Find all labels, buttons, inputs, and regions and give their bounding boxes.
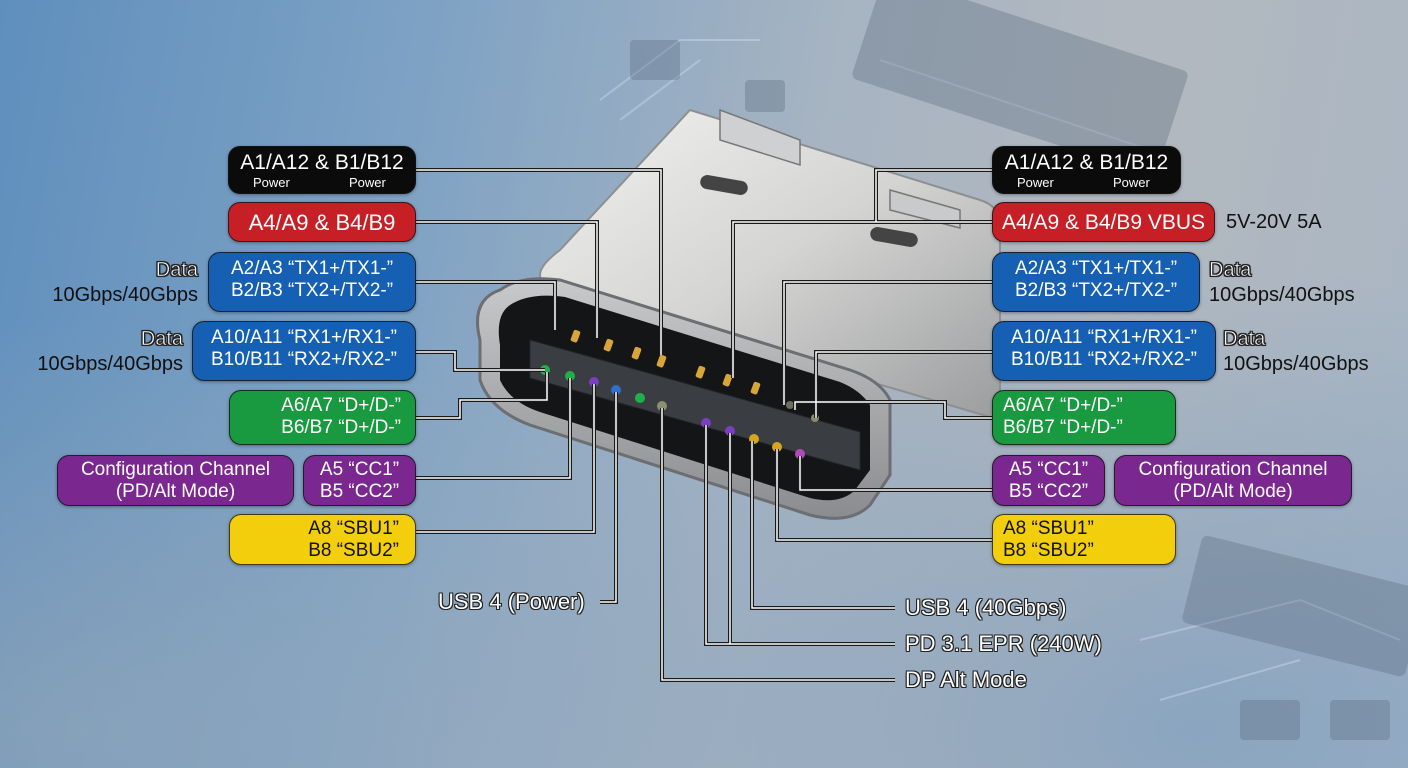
right-rx-note: Data 10Gbps/40Gbps xyxy=(1223,327,1369,377)
left-vbus-label: A4/A9 & B4/B9 xyxy=(228,202,416,242)
left-sbu-line1: A8 “SBU1” xyxy=(308,518,399,539)
left-rx-note-title: Data xyxy=(140,328,183,351)
left-tx-label: A2/A3 “TX1+/TX1-” B2/B3 “TX2+/TX2-” xyxy=(208,252,416,312)
right-power-sub-a: Power xyxy=(1017,175,1054,190)
left-tx-note: Data 10Gbps/40Gbps xyxy=(52,258,198,308)
left-sbu-line2: B8 “SBU2” xyxy=(308,539,399,561)
left-power-label: A1/A12 & B1/B12 xyxy=(228,146,416,194)
left-tx-note-speed: 10Gbps/40Gbps xyxy=(52,284,198,306)
left-cc-label: A5 “CC1” B5 “CC2” xyxy=(303,455,416,506)
left-cc-line1: A5 “CC1” xyxy=(319,459,400,480)
left-rx-line2: B10/B11 “RX2+/RX2-” xyxy=(210,348,398,370)
right-usb2-line1: A6/A7 “D+/D-” xyxy=(1003,395,1123,416)
right-cc-label: A5 “CC1” B5 “CC2” xyxy=(992,455,1105,506)
right-cc-desc1: Configuration Channel xyxy=(1138,459,1328,480)
left-vbus-pins: A4/A9 & B4/B9 xyxy=(248,210,396,235)
pd-epr-callout: PD 3.1 EPR (240W) xyxy=(905,631,1102,656)
left-usb2-line1: A6/A7 “D+/D-” xyxy=(281,395,401,416)
right-tx-line1: A2/A3 “TX1+/TX1-” xyxy=(1014,258,1178,279)
right-rx-label: A10/A11 “RX1+/RX1-” B10/B11 “RX2+/RX2-” xyxy=(992,321,1216,381)
left-rx-line1: A10/A11 “RX1+/RX1-” xyxy=(210,327,398,348)
top-contacts xyxy=(570,329,761,395)
left-tx-note-title: Data xyxy=(155,259,198,282)
right-cc-line2: B5 “CC2” xyxy=(1008,480,1089,502)
right-vbus-note: 5V-20V 5A xyxy=(1226,211,1322,233)
right-sbu-line2: B8 “SBU2” xyxy=(1003,539,1094,561)
right-power-pins: A1/A12 & B1/B12 xyxy=(1004,151,1169,174)
left-rx-note: Data 10Gbps/40Gbps xyxy=(37,327,183,377)
right-vbus-pins: A4/A9 & B4/B9 VBUS xyxy=(1001,211,1206,234)
right-usb2-line2: B6/B7 “D+/D-” xyxy=(1003,416,1123,438)
right-rx-note-title: Data xyxy=(1223,328,1266,351)
right-tx-note-title: Data xyxy=(1209,259,1252,282)
left-rx-label: A10/A11 “RX1+/RX1-” B10/B11 “RX2+/RX2-” xyxy=(192,321,416,381)
right-vbus-label: A4/A9 & B4/B9 VBUS xyxy=(992,202,1215,242)
connector-tongue xyxy=(529,339,861,471)
right-cc-description: Configuration Channel (PD/Alt Mode) xyxy=(1114,455,1352,506)
right-tx-note-speed: 10Gbps/40Gbps xyxy=(1209,284,1355,306)
left-power-pins: A1/A12 & B1/B12 xyxy=(240,151,404,174)
left-cc-line2: B5 “CC2” xyxy=(319,480,400,502)
right-usb2-label: A6/A7 “D+/D-” B6/B7 “D+/D-” xyxy=(992,390,1176,445)
right-cc-desc2: (PD/Alt Mode) xyxy=(1173,480,1293,502)
right-tx-note: Data 10Gbps/40Gbps xyxy=(1209,258,1355,308)
dp-alt-mode-callout: DP Alt Mode xyxy=(905,667,1027,692)
right-power-label: A1/A12 & B1/B12 xyxy=(992,146,1181,194)
right-cc-line1: A5 “CC1” xyxy=(1008,459,1089,480)
left-cc-desc2: (PD/Alt Mode) xyxy=(115,480,236,502)
right-sbu-line1: A8 “SBU1” xyxy=(1003,518,1094,539)
right-sbu-label: A8 “SBU1” B8 “SBU2” xyxy=(992,514,1176,565)
left-cc-description: Configuration Channel (PD/Alt Mode) xyxy=(57,455,294,506)
right-rx-note-speed: 10Gbps/40Gbps xyxy=(1223,353,1369,375)
left-rx-note-speed: 10Gbps/40Gbps xyxy=(37,353,183,375)
left-tx-line2: B2/B3 “TX2+/TX2-” xyxy=(230,279,394,301)
left-usb2-label: A6/A7 “D+/D-” B6/B7 “D+/D-” xyxy=(229,390,416,445)
left-power-sub-a: Power xyxy=(253,175,290,190)
leader-lines xyxy=(416,168,992,682)
left-usb2-line2: B6/B7 “D+/D-” xyxy=(281,416,401,438)
right-tx-line2: B2/B3 “TX2+/TX2-” xyxy=(1014,279,1178,301)
right-rx-line1: A10/A11 “RX1+/RX1-” xyxy=(1010,327,1198,348)
pcb-chips xyxy=(630,0,1408,740)
right-rx-line2: B10/B11 “RX2+/RX2-” xyxy=(1010,348,1198,370)
left-tx-line1: A2/A3 “TX1+/TX1-” xyxy=(230,258,394,279)
left-sbu-label: A8 “SBU1” B8 “SBU2” xyxy=(229,514,416,565)
left-power-sub-b: Power xyxy=(349,175,386,190)
bottom-contacts xyxy=(540,365,819,459)
usb4-speed-callout: USB 4 (40Gbps) xyxy=(905,595,1067,620)
right-power-sub-b: Power xyxy=(1113,175,1150,190)
right-tx-label: A2/A3 “TX1+/TX1-” B2/B3 “TX2+/TX2-” xyxy=(992,252,1200,312)
pcb-traces xyxy=(599,39,1401,701)
usb4-power-callout: USB 4 (Power) xyxy=(438,589,585,614)
left-cc-desc1: Configuration Channel xyxy=(80,459,271,480)
